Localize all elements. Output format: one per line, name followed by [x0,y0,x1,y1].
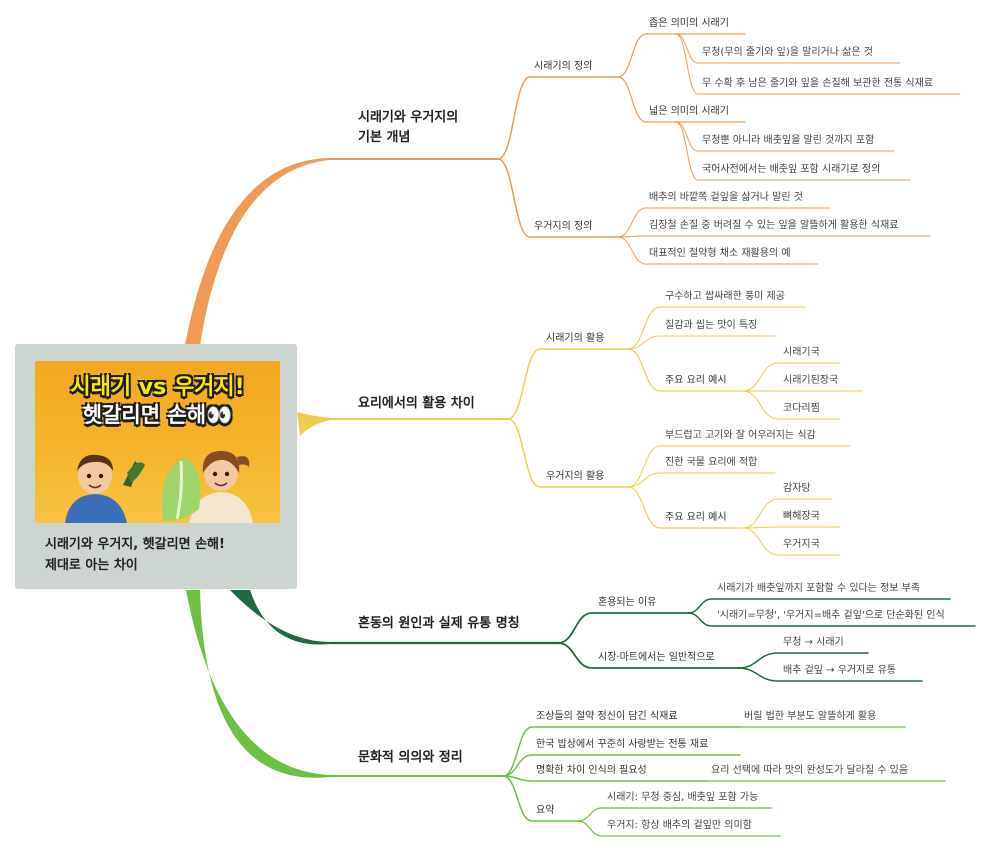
leaf-broad-1[interactable]: 무청뿐 아니라 배춧잎을 말린 것까지 포함 [702,135,875,146]
node-market-naming[interactable]: 시장·마트에서는 일반적으로 [598,652,715,663]
edge-b3-reason [557,612,691,644]
leaf-awareness-1[interactable]: 요리 선택에 따라 맛의 완성도가 달라질 수 있음 [711,765,909,776]
branch-basic-concepts-line-2: 기본 개념 [358,130,411,145]
edge-narrow-1 [675,33,901,64]
node-narrow-meaning[interactable]: 좁은 의미의 시래기 [649,18,729,29]
edge-s-use-1 [627,306,806,350]
edge-s-ex-3 [742,390,841,420]
edge-broad [617,76,746,123]
children-with-greens-illustration [65,451,253,523]
node-ugeoji-use[interactable]: 우거지의 활용 [546,471,605,482]
edge-b4-thrift [502,726,741,777]
node-thrift-spirit[interactable]: 조상들의 절약 정신이 담긴 식재료 [536,711,678,722]
leaf-siraegi-use-1[interactable]: 구수하고 쌉싸래한 풍미 제공 [665,291,785,302]
edge-ugeoji-def-2 [617,235,931,238]
branch-confusion-causes[interactable]: 혼동의 원인과 실제 유통 명칭 [358,616,520,631]
node-siraegi-definition[interactable]: 시래기의 정의 [534,61,593,72]
leaf-market-2[interactable]: 배추 겉잎 → 우거지로 유통 [783,665,897,676]
edge-reason-2 [687,612,976,627]
leaf-ugeoji-def-1[interactable]: 배추의 바깥쪽 겉잎을 삶거나 말린 것 [649,192,803,203]
edge-b1-ugeoji-def [497,158,621,238]
main-branch-2 [297,412,330,436]
leaf-ugeoji-def-3[interactable]: 대표적인 절약형 채소 재활용의 예 [649,248,791,259]
edge-s-ex-1 [742,362,841,392]
branch-basic-concepts[interactable]: 시래기와 우거지의 기본 개념 [358,108,458,148]
edge-u-use-1 [627,445,851,488]
node-siraegi-use[interactable]: 시래기의 활용 [546,333,605,344]
central-title-line-1: 시래기와 우거지, 헷갈리면 손해! [45,537,225,552]
leaf-siraegi-use-2[interactable]: 질감과 씹는 맛이 특징 [665,320,758,331]
edge-b2-siraegi [507,348,631,420]
leaf-confusion-1[interactable]: 시래기가 배춧잎까지 포함할 수 있다는 정보 부족 [717,583,921,594]
leaf-market-1[interactable]: 무청 → 시래기 [783,637,844,648]
branch-cooking-use[interactable]: 요리에서의 활용 차이 [358,396,475,411]
leaf-ugeoji-ex-2[interactable]: 뼈해장국 [783,511,820,522]
cover-illustration: 시래기 vs 우거지! 헷갈리면 손해👀 [35,361,280,523]
edge-s-use-2 [627,335,776,350]
leaf-confusion-2[interactable]: '시래기=무청', '우거지=배추 겉잎'으로 단순화된 인식 [717,610,945,621]
central-topic[interactable]: 시래기 vs 우거지! 헷갈리면 손해👀 [15,344,297,589]
edge-b3-market [557,642,741,669]
edge-u-ex-2 [742,526,841,529]
edge-narrow-2 [675,33,961,95]
edge-b2-ugeoji [507,418,631,488]
edge-u-ex-3 [742,527,841,556]
leaf-ugeoji-ex-1[interactable]: 감자탕 [783,483,811,494]
node-confusion-reason[interactable]: 혼용되는 이유 [598,597,657,608]
cover-title-line-1: 시래기 vs 우거지! [70,375,245,400]
edge-s-examples [627,348,746,392]
edge-b4-traditional [502,754,741,777]
leaf-ugeoji-def-2[interactable]: 김장철 손질 중 버려질 수 있는 잎을 알뜰하게 활용한 식재료 [649,220,899,231]
branch-basic-concepts-line-1: 시래기와 우거지의 [358,110,459,125]
edge-u-ex-1 [742,498,833,529]
main-branch-4 [186,590,330,778]
edge-narrow [617,33,746,78]
edge-u-examples [627,486,746,529]
leaf-ugeoji-use-2[interactable]: 진한 국물 요리에 적합 [665,457,758,468]
edge-broad-2 [675,121,911,181]
cover-title-line-2: 헷갈리면 손해👀 [82,403,233,427]
leaf-siraegi-ex-3[interactable]: 코다리찜 [783,403,820,414]
leaf-ugeoji-ex-3[interactable]: 우거지국 [783,539,820,550]
leaf-ugeoji-use-1[interactable]: 부드럽고 고기와 잘 어우러지는 식감 [665,430,816,441]
edge-b1-siraegi-def [497,76,621,160]
main-branch-1 [185,158,330,345]
leaf-narrow-2[interactable]: 무 수확 후 남은 줄기와 잎을 손질해 보관한 전통 식재료 [702,78,934,89]
main-branch-3 [230,590,330,645]
central-title-line-2: 제대로 아는 차이 [45,558,138,573]
edge-summary-1 [577,807,773,822]
leaf-siraegi-ex-2[interactable]: 시래기된장국 [783,375,839,386]
edge-b4-summary [502,775,581,822]
node-awareness-need[interactable]: 명확한 차이 인식의 필요성 [536,765,647,776]
node-siraegi-examples[interactable]: 주요 요리 예시 [665,375,727,386]
edge-reason-1 [687,598,951,614]
edge-ugeoji-def-1 [617,207,831,238]
edge-summary-2 [577,820,781,837]
leaf-summary-2[interactable]: 우거지: 항상 배추의 겉잎만 의미함 [607,820,752,831]
leaf-broad-2[interactable]: 국어사전에서는 배춧잎 포함 시래기로 정의 [702,164,881,175]
central-title: 시래기와 우거지, 헷갈리면 손해! 제대로 아는 차이 [45,534,225,576]
node-summary[interactable]: 요약 [536,805,555,816]
leaf-summary-1[interactable]: 시래기: 무청 중심, 배춧잎 포함 가능 [607,792,759,803]
node-ugeoji-examples[interactable]: 주요 요리 예시 [665,512,727,523]
edge-b4-awareness [502,775,706,782]
leaf-narrow-1[interactable]: 무청(무의 줄기와 잎)을 말리거나 삶은 것 [702,47,873,58]
edge-u-use-2 [627,472,776,488]
edge-market-2 [737,667,923,682]
node-traditional-ingredient[interactable]: 한국 밥상에서 꾸준히 사랑받는 전통 재료 [536,739,709,750]
leaf-thrift-1[interactable]: 버릴 법한 부분도 알뜰하게 활용 [744,711,877,722]
leaf-siraegi-ex-1[interactable]: 시래기국 [783,347,820,358]
edge-ugeoji-def-3 [617,236,819,265]
node-ugeoji-definition[interactable]: 우거지의 정의 [534,221,593,232]
edge-market-1 [737,652,869,669]
branch-cultural-meaning[interactable]: 문화적 의의와 정리 [358,750,463,765]
node-broad-meaning[interactable]: 넓은 의미의 시래기 [649,106,729,117]
